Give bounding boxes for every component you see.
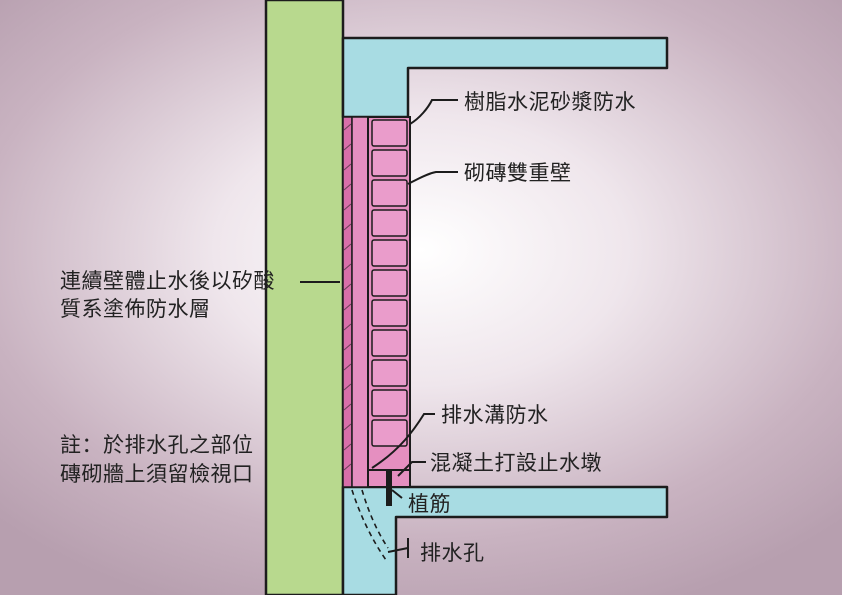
rebar-mark <box>386 470 392 506</box>
leader-curb <box>397 461 426 477</box>
coating-hatch <box>343 123 352 471</box>
label-drain-hole: 排水孔 <box>420 541 485 565</box>
leader-lines <box>300 99 458 558</box>
brick-courses <box>371 119 408 447</box>
leader-drain-hole <box>387 547 409 553</box>
label-brick-wall: 砌磚雙重壁 <box>464 161 572 185</box>
diaphragm-wall <box>264 0 345 595</box>
label-silicate-coating-1: 連續壁體止水後以矽酸 <box>60 269 275 293</box>
label-rebar: 植筋 <box>408 492 451 516</box>
leader-drain-channel <box>371 413 435 469</box>
leader-rebar <box>391 489 403 499</box>
leader-resin <box>409 99 458 125</box>
label-concrete-curb: 混凝土打設止水墩 <box>430 451 602 475</box>
note-line-2: 磚砌牆上須留檢視口 <box>60 462 254 486</box>
lower-slab <box>341 485 669 595</box>
silicate-coating <box>342 116 353 488</box>
note-line-1: 註：於排水孔之部位 <box>60 433 254 457</box>
drain-hole-dashes <box>351 489 389 561</box>
drain-gap <box>351 116 369 488</box>
label-resin-mortar: 樹脂水泥砂漿防水 <box>464 90 636 114</box>
leader-brick <box>407 171 458 185</box>
label-silicate-coating-2: 質系塗佈防水層 <box>60 297 211 321</box>
label-drain-channel: 排水溝防水 <box>441 403 549 427</box>
